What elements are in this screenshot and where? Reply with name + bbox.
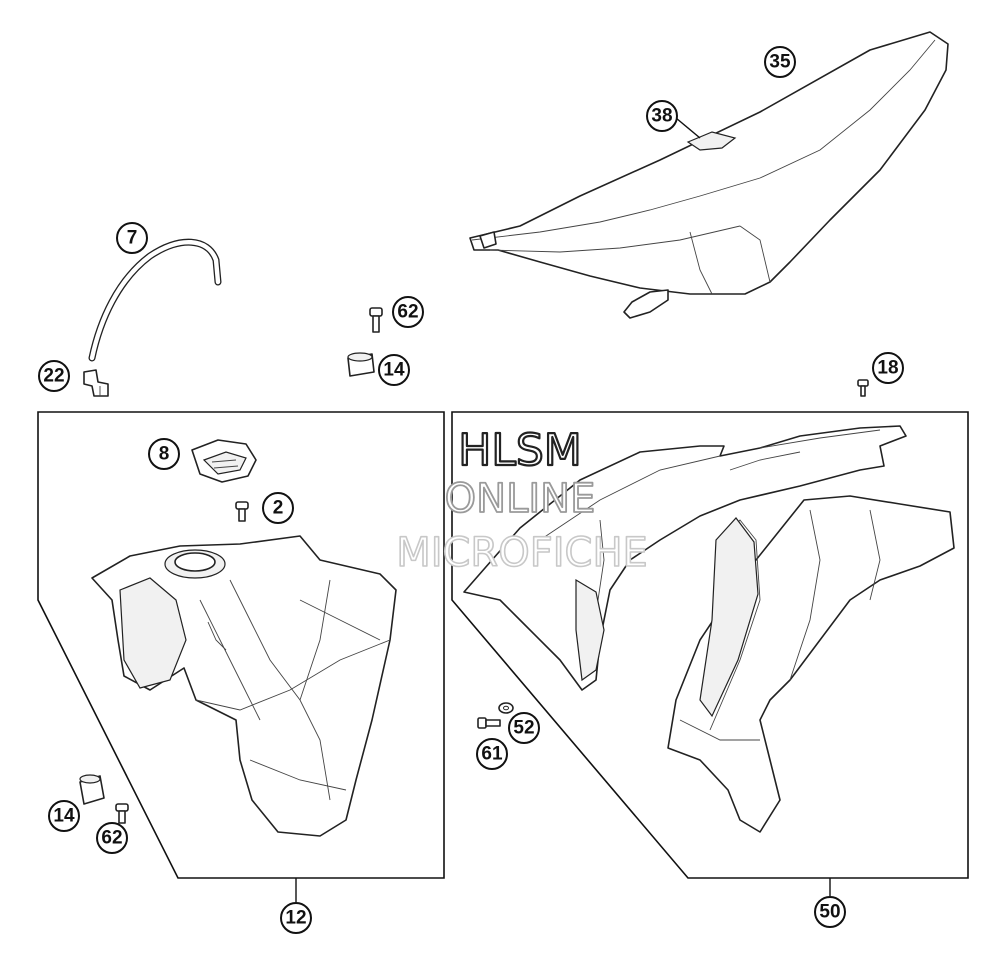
seat-assembly[interactable] bbox=[469, 31, 949, 319]
callout-50[interactable]: 50 bbox=[814, 896, 846, 928]
callout-14-top-label: 14 bbox=[383, 360, 405, 381]
callout-7-label: 7 bbox=[127, 228, 138, 249]
callout-12[interactable]: 12 bbox=[280, 902, 312, 934]
watermark-line-3: MICROFICHE bbox=[396, 530, 648, 576]
callout-38[interactable]: 38 bbox=[646, 100, 701, 139]
fuel-tank[interactable] bbox=[91, 535, 397, 837]
breather-hose[interactable] bbox=[88, 238, 222, 362]
fuel-tank-group-frame bbox=[37, 411, 445, 902]
screw-top[interactable] bbox=[369, 307, 383, 333]
callout-22-label: 22 bbox=[43, 366, 64, 387]
callout-52-label: 52 bbox=[513, 718, 534, 739]
watermark: HLSM ONLINE MICROFICHE bbox=[395, 424, 648, 577]
callout-18[interactable]: 18 bbox=[872, 352, 904, 384]
watermark-line-2: ONLINE bbox=[445, 476, 596, 522]
callout-18-label: 18 bbox=[877, 358, 898, 379]
callout-35[interactable]: 35 bbox=[764, 46, 796, 78]
shroud-group-frame bbox=[451, 411, 969, 896]
callout-35-label: 35 bbox=[769, 52, 791, 73]
bolt-61[interactable] bbox=[477, 717, 501, 729]
callout-62-bottom[interactable]: 62 bbox=[96, 822, 128, 854]
callout-62-top[interactable]: 62 bbox=[392, 296, 424, 328]
callout-52[interactable]: 52 bbox=[508, 712, 540, 744]
bushing-bottom[interactable] bbox=[79, 774, 105, 805]
callout-62-bottom-label: 62 bbox=[101, 828, 122, 849]
screw-bottom[interactable] bbox=[115, 803, 129, 824]
callout-50-label: 50 bbox=[819, 902, 840, 923]
callout-8-label: 8 bbox=[159, 444, 170, 465]
hose-elbow-fitting[interactable] bbox=[83, 369, 109, 397]
callout-38-label: 38 bbox=[651, 106, 672, 127]
callout-2[interactable]: 2 bbox=[262, 492, 294, 524]
callout-22[interactable]: 22 bbox=[38, 360, 70, 392]
watermark-line-1: HLSM bbox=[458, 425, 582, 476]
callout-7[interactable]: 7 bbox=[116, 222, 148, 254]
callout-14-bottom[interactable]: 14 bbox=[48, 800, 80, 832]
callout-12-label: 12 bbox=[285, 908, 306, 929]
screw-2[interactable] bbox=[235, 501, 249, 522]
callout-14-top[interactable]: 14 bbox=[378, 354, 410, 386]
callout-61-label: 61 bbox=[481, 744, 503, 765]
washer-52[interactable] bbox=[498, 702, 514, 714]
callout-62-top-label: 62 bbox=[397, 302, 418, 323]
callout-8[interactable]: 8 bbox=[148, 438, 180, 470]
shroud-left[interactable] bbox=[463, 425, 907, 691]
shroud-right[interactable] bbox=[667, 495, 955, 833]
fuel-cap[interactable] bbox=[191, 439, 257, 483]
callout-14-bottom-label: 14 bbox=[53, 806, 75, 827]
bushing-top[interactable] bbox=[347, 352, 375, 377]
screw-18[interactable] bbox=[857, 379, 869, 397]
callout-61[interactable]: 61 bbox=[476, 738, 508, 770]
callout-2-label: 2 bbox=[273, 498, 284, 519]
